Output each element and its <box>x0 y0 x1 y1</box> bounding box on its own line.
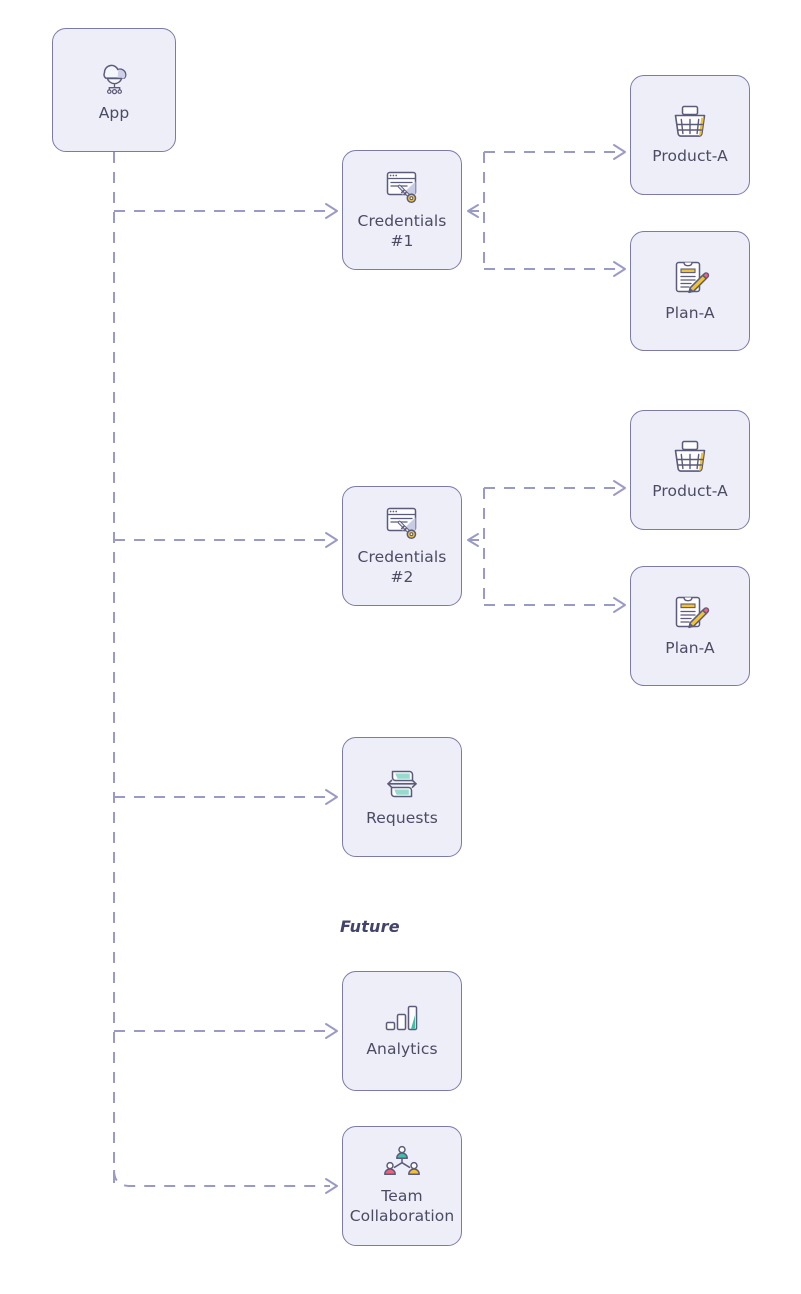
arrowhead-credentials-1-inbound <box>467 204 479 218</box>
node-label: Credentials #1 <box>357 212 447 250</box>
shopping-basket-icon <box>670 103 710 141</box>
node-label: Product-A <box>652 482 728 501</box>
node-plan-a-2[interactable]: Plan-A <box>630 566 750 686</box>
node-analytics[interactable]: Analytics <box>342 971 462 1091</box>
browser-key-icon <box>381 504 423 542</box>
node-credentials-1[interactable]: Credentials #1 <box>342 150 462 270</box>
arrowhead-credentials-2 <box>325 532 338 548</box>
cloud-network-icon <box>92 56 136 98</box>
bar-chart-icon <box>382 1002 422 1034</box>
sync-exchange-icon <box>382 765 422 803</box>
arrowhead-analytics <box>325 1023 338 1039</box>
arrowhead-product-a-2 <box>613 480 626 496</box>
node-label: Requests <box>366 809 438 828</box>
node-label: Credentials #2 <box>357 548 447 586</box>
node-label: Team Collaboration <box>349 1187 455 1225</box>
node-product-a-1[interactable]: Product-A <box>630 75 750 195</box>
arrowhead-team-collaboration <box>325 1178 338 1194</box>
node-label: Analytics <box>366 1040 438 1059</box>
arrowhead-credentials-1 <box>325 203 338 219</box>
node-plan-a-1[interactable]: Plan-A <box>630 231 750 351</box>
node-label: Plan-A <box>665 639 715 658</box>
node-team-collaboration[interactable]: Team Collaboration <box>342 1126 462 1246</box>
node-app[interactable]: App <box>52 28 176 152</box>
clipboard-pencil-icon <box>670 593 710 633</box>
node-product-a-2[interactable]: Product-A <box>630 410 750 530</box>
arrowhead-plan-a-2 <box>613 597 626 613</box>
section-label-future: Future <box>340 917 400 936</box>
edge-app-to-team-collaboration <box>113 1169 330 1187</box>
node-label: Plan-A <box>665 304 715 323</box>
arrowhead-product-a-1 <box>613 144 626 160</box>
shopping-basket-icon <box>670 438 710 476</box>
node-requests[interactable]: Requests <box>342 737 462 857</box>
arrowhead-plan-a-1 <box>613 261 626 277</box>
node-credentials-2[interactable]: Credentials #2 <box>342 486 462 606</box>
node-label: Product-A <box>652 147 728 166</box>
node-label: App <box>98 104 130 123</box>
browser-key-icon <box>381 168 423 206</box>
arrowhead-credentials-2-inbound <box>467 533 479 547</box>
clipboard-pencil-icon <box>670 258 710 298</box>
arrowhead-requests <box>325 789 338 805</box>
team-people-icon <box>381 1145 423 1181</box>
